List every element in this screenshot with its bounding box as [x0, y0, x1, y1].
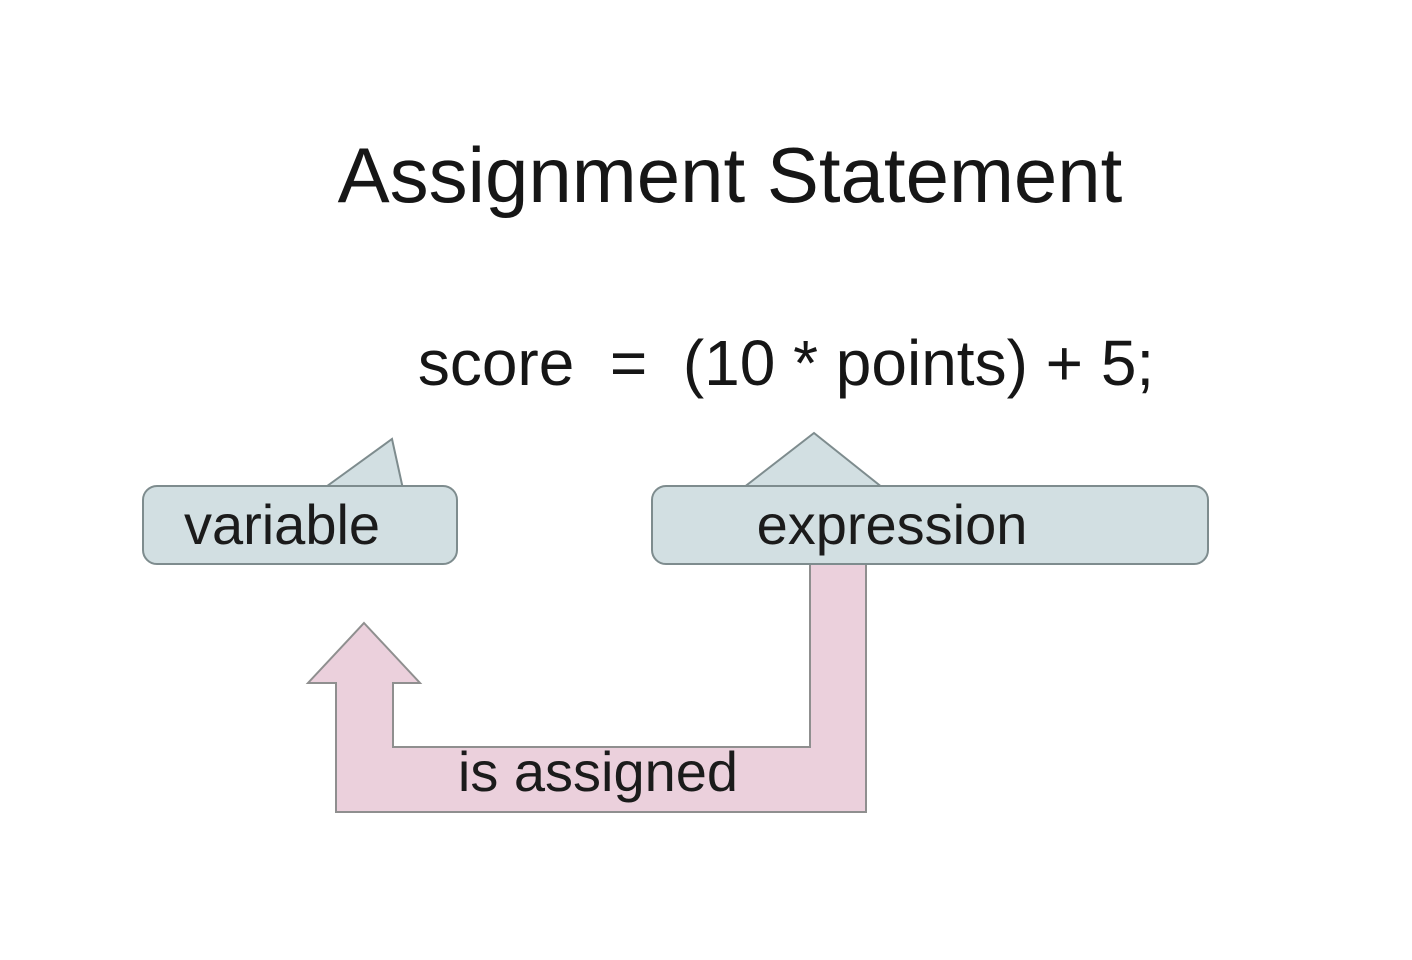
is-assigned-label: is assigned	[457, 740, 739, 803]
variable-callout-tail	[319, 437, 405, 490]
variable-callout-box	[142, 485, 458, 565]
slide-title: Assignment Statement	[337, 131, 1123, 219]
variable-label: variable	[183, 493, 381, 556]
expression-label: expression	[756, 493, 1028, 556]
code-statement: score = (10 * points) + 5;	[417, 327, 1155, 399]
expression-callout-box	[651, 485, 1209, 565]
expression-callout-tail	[740, 431, 886, 489]
